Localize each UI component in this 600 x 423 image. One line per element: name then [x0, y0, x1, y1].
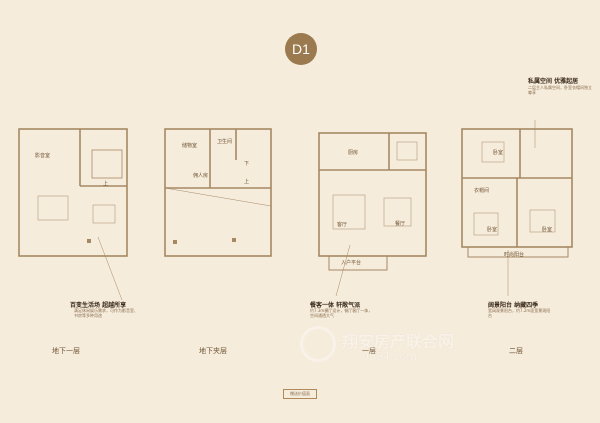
- room-label: 卫生间: [217, 139, 233, 145]
- room-label: 上: [244, 179, 250, 185]
- floor-label: 二层: [509, 347, 523, 355]
- unit-badge: D1: [285, 33, 317, 65]
- room-label: 下: [244, 161, 250, 167]
- annotation-title: 阔景阳台 纳藏四季: [488, 302, 539, 309]
- annotation-title: 餐客一体 轩敞气派: [310, 302, 361, 309]
- watermark: 翔安房产联合网 0594.com: [300, 322, 490, 372]
- room-label: 衣帽间: [474, 188, 490, 194]
- room-label: 储物室: [182, 143, 198, 149]
- footnote: 赠送价值面: [283, 389, 317, 399]
- b1-stair: [91, 149, 123, 179]
- watermark-main: 翔安房产联合网: [342, 332, 455, 351]
- room-label: 上: [103, 181, 109, 187]
- b1-outer-wall: [18, 128, 128, 257]
- room-label: 厨房: [348, 150, 359, 156]
- room-label: 时尚阳台: [504, 252, 525, 258]
- watermark-logo-icon: [300, 326, 336, 362]
- room-label: 卧室: [542, 227, 553, 233]
- b2-outer-wall: [164, 128, 272, 257]
- room-label: 卧室: [493, 150, 504, 156]
- room-label: 影音室: [35, 153, 51, 159]
- floor-label: 地下夹层: [199, 347, 227, 355]
- floor-label: 地下一层: [52, 347, 80, 355]
- annotation-title: 百变生活场 超越所享: [70, 302, 127, 309]
- room-label: 卧室: [487, 227, 498, 233]
- annotation-desc: 二层主人私属空间，卧室衣帽间独立尊享: [528, 85, 592, 95]
- room-label: 餐厅: [395, 221, 406, 227]
- annotation-title: 私属空间 优雅起居: [528, 78, 579, 85]
- room-label: 客厅: [337, 222, 348, 228]
- annotation-desc: 满足休闲娱乐需求，可作为影音室、书房等多种用途: [74, 308, 138, 318]
- annotation-desc: 宽阔观景阳台，约7.2m面宽景观阳台: [488, 308, 551, 318]
- f2-balcony: [467, 246, 569, 258]
- room-label: 佣人房: [193, 173, 209, 179]
- room-label: 入户平台: [341, 260, 362, 266]
- f1-entry-terrace: [328, 255, 388, 271]
- watermark-sub: 0594.com: [362, 350, 417, 363]
- f1-outer-wall: [318, 132, 427, 257]
- annotation-desc: 约7.3m横厅设计，餐厅客厅一体，空间通透大气: [310, 308, 373, 318]
- floor-label: 一层: [362, 347, 376, 355]
